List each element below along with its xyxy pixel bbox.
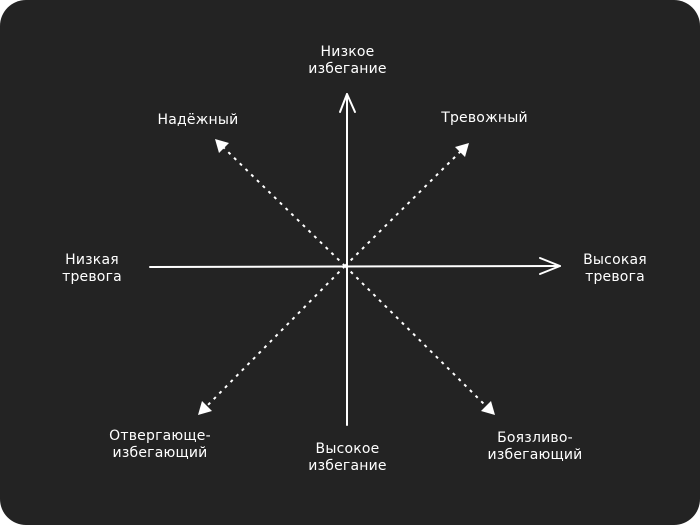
dismissive-avoidant-line1: Отвергающе- [109,428,211,444]
fearful-avoidant-label: Боязливо- избегающий [475,430,595,464]
diagonal-anxious [344,149,463,267]
low-avoidance-line2: избегание [308,61,387,77]
diagonal-fearful-avoidant [344,265,489,409]
low-anxiety-line1: Низкая [65,252,119,268]
fearful-avoidant-line1: Боязливо- [497,430,573,446]
high-avoidance-label: Высокое избегание [295,441,400,475]
dismissive-avoidant-line2: избегающий [112,445,208,461]
high-avoidance-line1: Высокое [315,441,380,457]
diagonal-dismissive-avoidant [204,265,346,409]
low-anxiety-label: Низкая тревога [42,252,142,286]
anxious-arrowhead [455,143,469,157]
dismissive-avoidant-arrowhead [198,401,212,415]
high-anxiety-line1: Высокая [583,252,647,268]
secure-arrowhead [215,139,229,153]
low-avoidance-line1: Низкое [320,44,375,60]
low-avoidance-label: Низкое избегание [295,44,400,78]
avoidance-axis-arrowhead [339,93,356,113]
anxious-label: Тревожный [427,110,542,127]
secure-label: Надёжный [143,112,253,129]
high-avoidance-line2: избегание [308,458,387,474]
secure-line1: Надёжный [157,112,239,128]
anxiety-axis-arrowhead [539,257,561,275]
high-anxiety-label: Высокая тревога [565,252,665,286]
high-anxiety-line2: тревога [585,269,645,285]
low-anxiety-line2: тревога [62,269,122,285]
fearful-avoidant-arrowhead [481,401,495,415]
dismissive-avoidant-label: Отвергающе- избегающий [95,428,225,462]
fearful-avoidant-line2: избегающий [487,447,583,463]
anxiety-axis [149,265,561,268]
diagonal-secure [221,145,346,267]
anxious-line1: Тревожный [441,110,528,126]
